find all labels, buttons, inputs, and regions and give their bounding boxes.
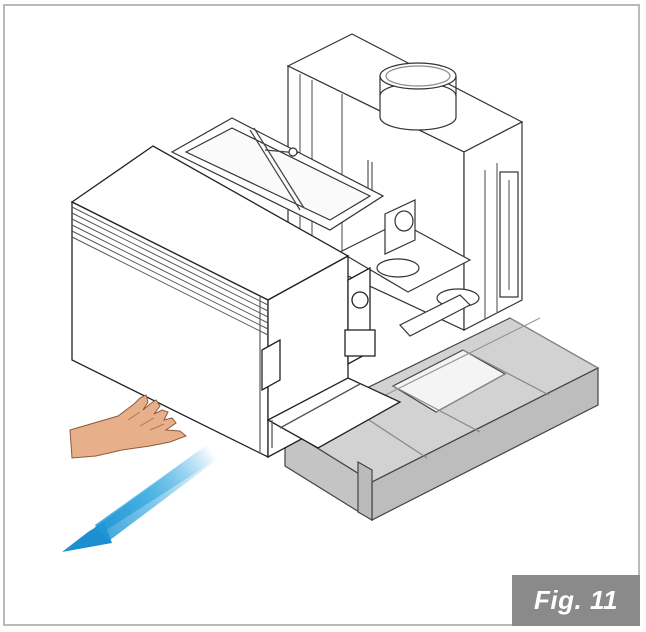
filter-frame [170,117,385,231]
front-unit [70,145,402,459]
figure-label-badge: Fig. 11 [512,575,640,626]
pull-direction-arrow-icon [62,444,222,552]
hand-icon [69,394,187,459]
support-shelf [283,317,600,522]
